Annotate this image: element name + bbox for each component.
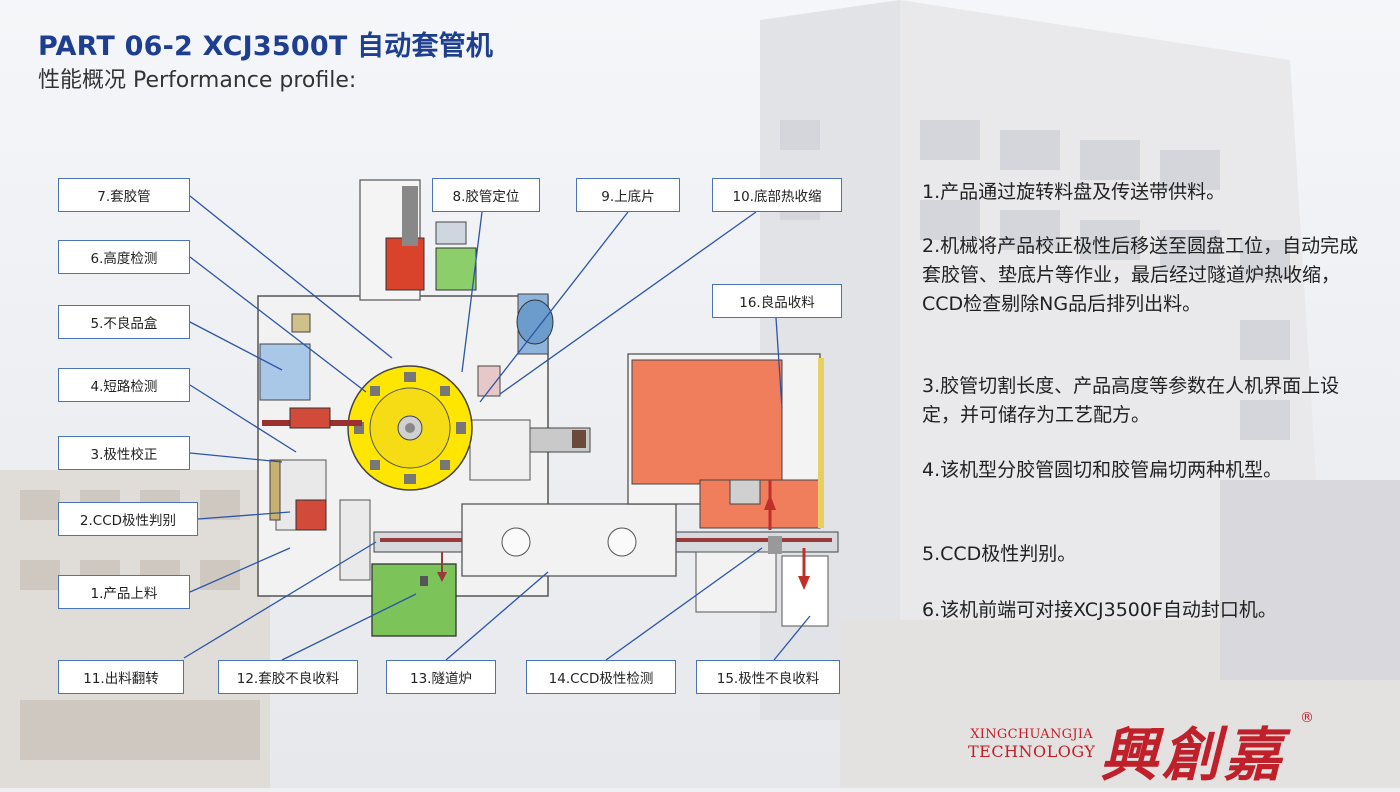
label-2: 2.CCD极性判别 xyxy=(58,502,198,536)
label-13: 13.隧道炉 xyxy=(386,660,496,694)
label-10: 10.底部热收缩 xyxy=(712,178,842,212)
label-3: 3.极性校正 xyxy=(58,436,190,470)
registered-mark: ® xyxy=(1300,710,1314,726)
brand-logo-text: XINGCHUANGJIA TECHNOLOGY xyxy=(968,727,1096,761)
label-14: 14.CCD极性检测 xyxy=(526,660,676,694)
good-product-collector xyxy=(631,359,783,485)
label-1: 1.产品上料 xyxy=(58,575,190,609)
label-12: 12.套胶不良收料 xyxy=(218,660,358,694)
desc-item-4: 4.该机型分胶管圆切和胶管扁切两种机型。 xyxy=(922,459,1283,481)
desc-item-3: 3.胶管切割长度、产品高度等参数在人机界面上设定，并可储存为工艺配方。 xyxy=(922,375,1340,426)
label-16: 16.良品收料 xyxy=(712,284,842,318)
tunnel-oven xyxy=(461,503,677,577)
brand-logo-cn: 興創嘉 xyxy=(1100,721,1287,789)
desc-item-2: 2.机械将产品校正极性后移送至圆盘工位，自动完成套胶管、垫底片等作业，最后经过隧… xyxy=(922,235,1359,315)
label-9: 9.上底片 xyxy=(576,178,680,212)
page-title: PART 06-2 XCJ3500T 自动套管机 xyxy=(38,31,494,62)
label-15: 15.极性不良收料 xyxy=(696,660,840,694)
brand-en-line2: TECHNOLOGY xyxy=(968,742,1096,761)
label-7: 7.套胶管 xyxy=(58,178,190,212)
green-upper-block xyxy=(435,247,477,291)
label-5: 5.不良品盒 xyxy=(58,305,190,339)
label-4: 4.短路检测 xyxy=(58,368,190,402)
desc-item-5: 5.CCD极性判别。 xyxy=(922,543,1077,565)
desc-item-1: 1.产品通过旋转料盘及传送带供料。 xyxy=(922,181,1226,203)
reject-box xyxy=(259,343,311,401)
desc-item-6: 6.该机前端可对接XCJ3500F自动封口机。 xyxy=(922,599,1277,621)
label-6: 6.高度检测 xyxy=(58,240,190,274)
label-8: 8.胶管定位 xyxy=(432,178,540,212)
brand-en-line1: XINGCHUANGJIA xyxy=(970,727,1093,742)
label-11: 11.出料翻转 xyxy=(58,660,184,694)
page-subtitle: 性能概况 Performance profile: xyxy=(38,68,357,93)
